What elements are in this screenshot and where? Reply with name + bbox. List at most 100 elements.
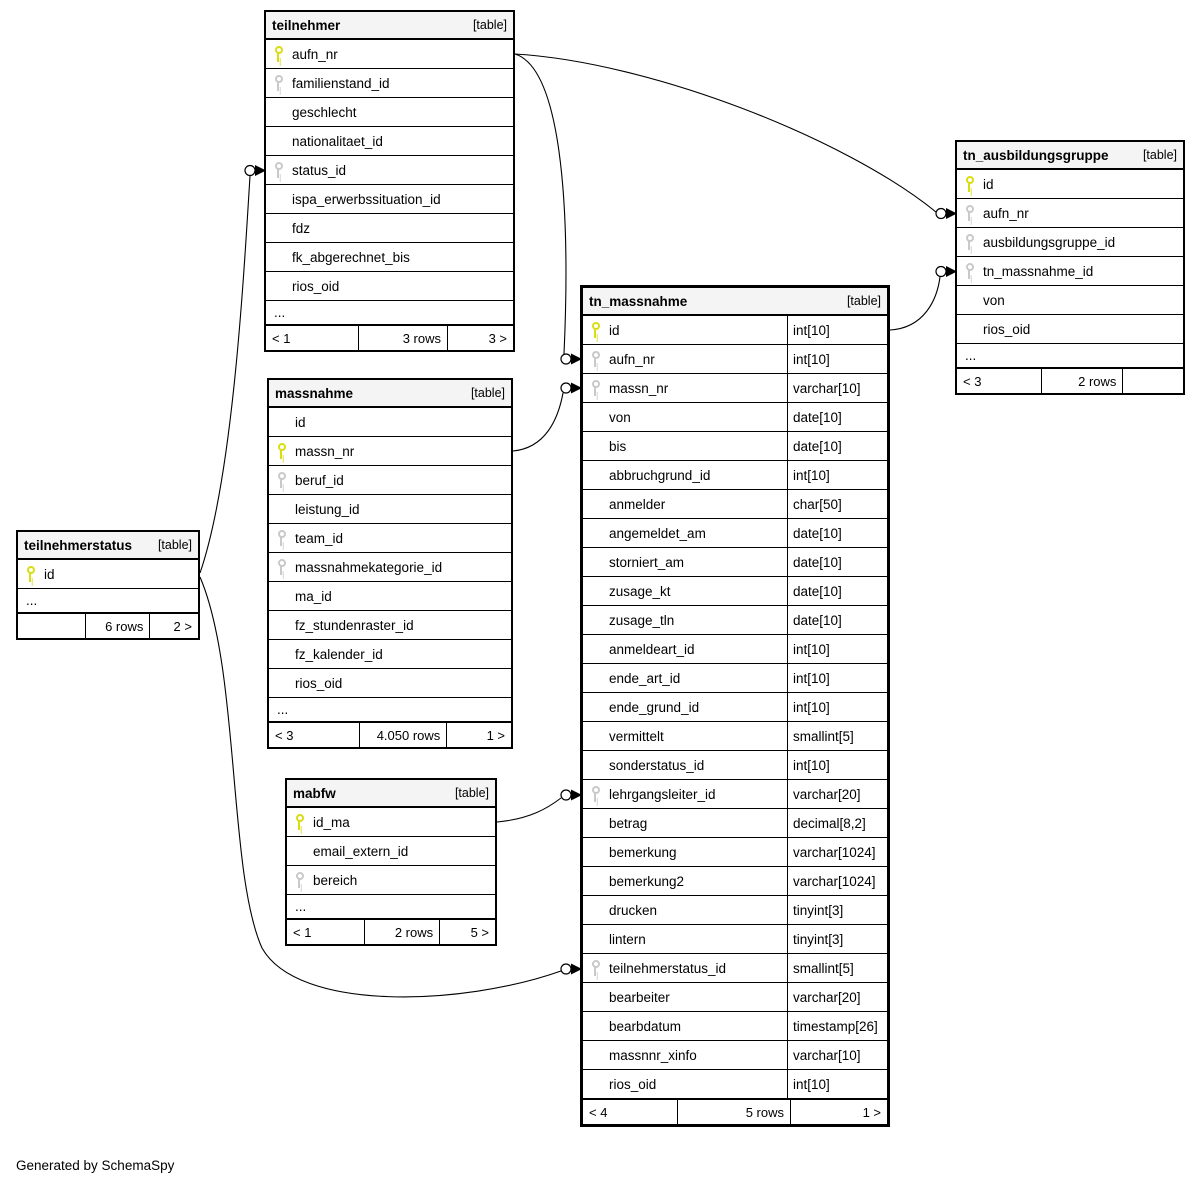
column-type: timestamp[26] (787, 1012, 887, 1040)
table-title[interactable]: mabfw (293, 785, 336, 801)
column-row[interactable]: leistung_id (269, 495, 511, 524)
column-name: aufn_nr (983, 205, 1029, 221)
table-teilnehmerstatus[interactable]: teilnehmerstatus [table] id ... 6 rows 2… (16, 530, 200, 640)
column-row[interactable]: rios_oid (957, 315, 1183, 344)
table-teilnehmer[interactable]: teilnehmer [table] aufn_nr familienstand… (264, 10, 515, 352)
primary-key-icon (591, 322, 600, 338)
column-name: ispa_erwerbssituation_id (292, 191, 441, 207)
column-row[interactable]: ma_id (269, 582, 511, 611)
column-row[interactable]: massnahmekategorie_id (269, 553, 511, 582)
column-type: int[10] (787, 1070, 887, 1098)
table-title[interactable]: tn_ausbildungsgruppe (963, 147, 1109, 163)
column-row[interactable]: id (269, 408, 511, 437)
column-type: char[50] (787, 490, 887, 518)
no-key-spacer (591, 409, 600, 425)
column-row[interactable]: fdz (266, 214, 513, 243)
no-key-spacer (591, 844, 600, 860)
column-row[interactable]: tn_massnahme_id (957, 257, 1183, 286)
table-title[interactable]: massnahme (275, 385, 354, 401)
column-name: lintern (609, 931, 646, 947)
column-row[interactable]: rios_oid (269, 669, 511, 698)
no-key-spacer (591, 902, 600, 918)
table-tag: [table] (157, 538, 192, 552)
column-type: int[10] (787, 751, 887, 779)
column-row[interactable]: geschlecht (266, 98, 513, 127)
no-key-spacer (274, 191, 283, 207)
column-row[interactable]: team_id (269, 524, 511, 553)
table-title[interactable]: teilnehmerstatus (24, 537, 133, 553)
column-name: von (609, 409, 631, 425)
table-title[interactable]: teilnehmer (272, 17, 341, 33)
column-row[interactable]: email_extern_id (287, 837, 495, 866)
column-row[interactable]: familienstand_id (266, 69, 513, 98)
table-tn_ausbildungsgruppe[interactable]: tn_ausbildungsgruppe [table] id aufn_nr … (955, 140, 1185, 395)
column-row[interactable]: fz_kalender_id (269, 640, 511, 669)
column-row[interactable]: rios_oid (266, 272, 513, 301)
row-count: 4.050 rows (359, 723, 446, 747)
foreign-key-icon (274, 162, 283, 178)
table-tag: [table] (1142, 148, 1177, 162)
edge-endpoint-circle (244, 164, 256, 177)
no-key-spacer (591, 612, 600, 628)
table-massnahme[interactable]: massnahme [table] id massn_nr beruf_id l… (267, 378, 513, 749)
column-row[interactable]: status_id (266, 156, 513, 185)
edge-endpoint-circle (560, 789, 572, 801)
column-name: ende_art_id (609, 670, 681, 686)
column-name: tn_massnahme_id (983, 263, 1094, 279)
table-header: teilnehmer [table] (266, 12, 513, 40)
column-type: varchar[20] (787, 983, 887, 1011)
column-row[interactable]: aufn_nr (266, 40, 513, 69)
column-row[interactable]: aufn_nr (957, 199, 1183, 228)
table-title[interactable]: tn_massnahme (589, 293, 688, 309)
column-name: familienstand_id (292, 75, 390, 91)
column-name: teilnehmerstatus_id (609, 960, 727, 976)
column-row[interactable]: nationalitaet_id (266, 127, 513, 156)
column-row[interactable]: ispa_erwerbssituation_id (266, 185, 513, 214)
edge-teilnehmer-tn_massnahme (514, 53, 567, 355)
column-row[interactable]: fz_stundenraster_id (269, 611, 511, 640)
column-row[interactable]: massn_nr (269, 437, 511, 466)
column-type: int[10] (787, 635, 887, 663)
column-row[interactable]: id (957, 170, 1183, 199)
column-name: massn_nr (609, 380, 669, 396)
column-row[interactable]: von (957, 286, 1183, 315)
foreign-key-icon (591, 380, 600, 396)
column-row[interactable]: ausbildungsgruppe_id (957, 228, 1183, 257)
column-row[interactable]: bereich (287, 866, 495, 895)
column-row[interactable]: id (18, 560, 198, 589)
column-row[interactable]: beruf_id (269, 466, 511, 495)
edge-endpoint-circle (560, 382, 572, 394)
column-row[interactable]: id_ma (287, 808, 495, 837)
table-mabfw[interactable]: mabfw [table] id_ma email_extern_id bere… (285, 778, 497, 946)
column-row[interactable]: fk_abgerechnet_bis (266, 243, 513, 272)
